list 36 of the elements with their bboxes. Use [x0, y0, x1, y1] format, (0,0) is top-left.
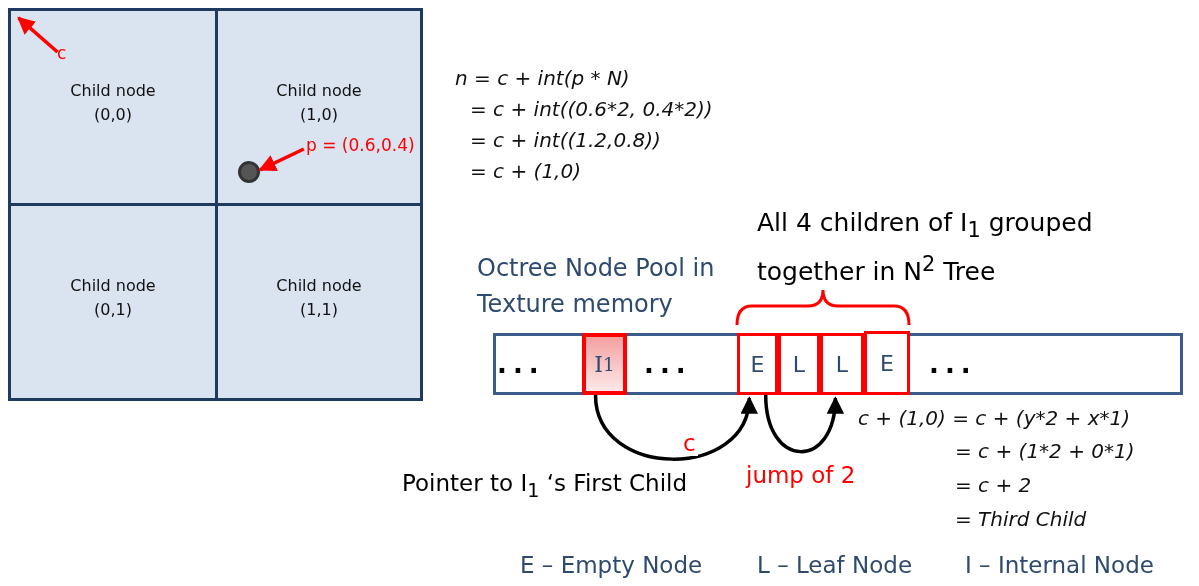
ellipsis: ...: [929, 354, 977, 374]
formula-line: = c + int((1.2,0.8)): [470, 128, 661, 152]
formula-line: = c + 2: [955, 473, 1032, 497]
cell-label: Child node (0,1): [69, 275, 157, 321]
memory-cell: E: [864, 331, 910, 395]
cell-label: Child node (1,0): [275, 80, 363, 126]
point-dot: [238, 161, 260, 183]
legend-entry: I – Internal Node: [965, 552, 1154, 578]
formula-line: = c + int((0.6*2, 0.4*2)): [470, 97, 713, 121]
quadrant-cell: [215, 8, 423, 206]
formula-line: n = c + int(p * N): [455, 66, 630, 90]
formula-line: = Third Child: [955, 507, 1087, 531]
curved-arrow: [593, 394, 756, 461]
leader-arrow: [17, 16, 59, 54]
memory-cell: E: [737, 333, 778, 395]
formula-line: c + (1,0) = c + (y*2 + x*1): [858, 406, 1131, 430]
memory-cell: L: [778, 333, 820, 395]
curved-arrow: [763, 394, 843, 454]
ellipsis: ...: [497, 354, 545, 374]
quadrant-cell: [8, 203, 218, 401]
formula-line: = c + (1,0): [470, 159, 581, 183]
annotation-text: p = (0.6,0.4): [306, 135, 415, 155]
ellipsis: ...: [644, 354, 692, 374]
legend-entry: E – Empty Node: [520, 552, 703, 578]
quadrant-cell: [8, 8, 218, 206]
annotation-text: c: [57, 43, 67, 63]
leader-arrow: [258, 147, 305, 172]
cell-label: Child node (1,1): [275, 275, 363, 321]
legend-entry: L – Leaf Node: [757, 552, 913, 578]
group-note: All 4 children of I$_{1}$ grouped together in N$^{2}$ Tree: [757, 207, 1094, 289]
quadrant-cell: [215, 203, 423, 401]
pool-heading: Octree Node Pool in Texture memory: [477, 253, 716, 320]
cell-label: Child node (0,0): [69, 80, 157, 126]
memory-cell: L: [820, 333, 864, 395]
pointer-note: Pointer to I$_{1}$ ‘s First Child: [402, 470, 688, 502]
formula-line: = c + (1*2 + 0*1): [955, 439, 1135, 463]
